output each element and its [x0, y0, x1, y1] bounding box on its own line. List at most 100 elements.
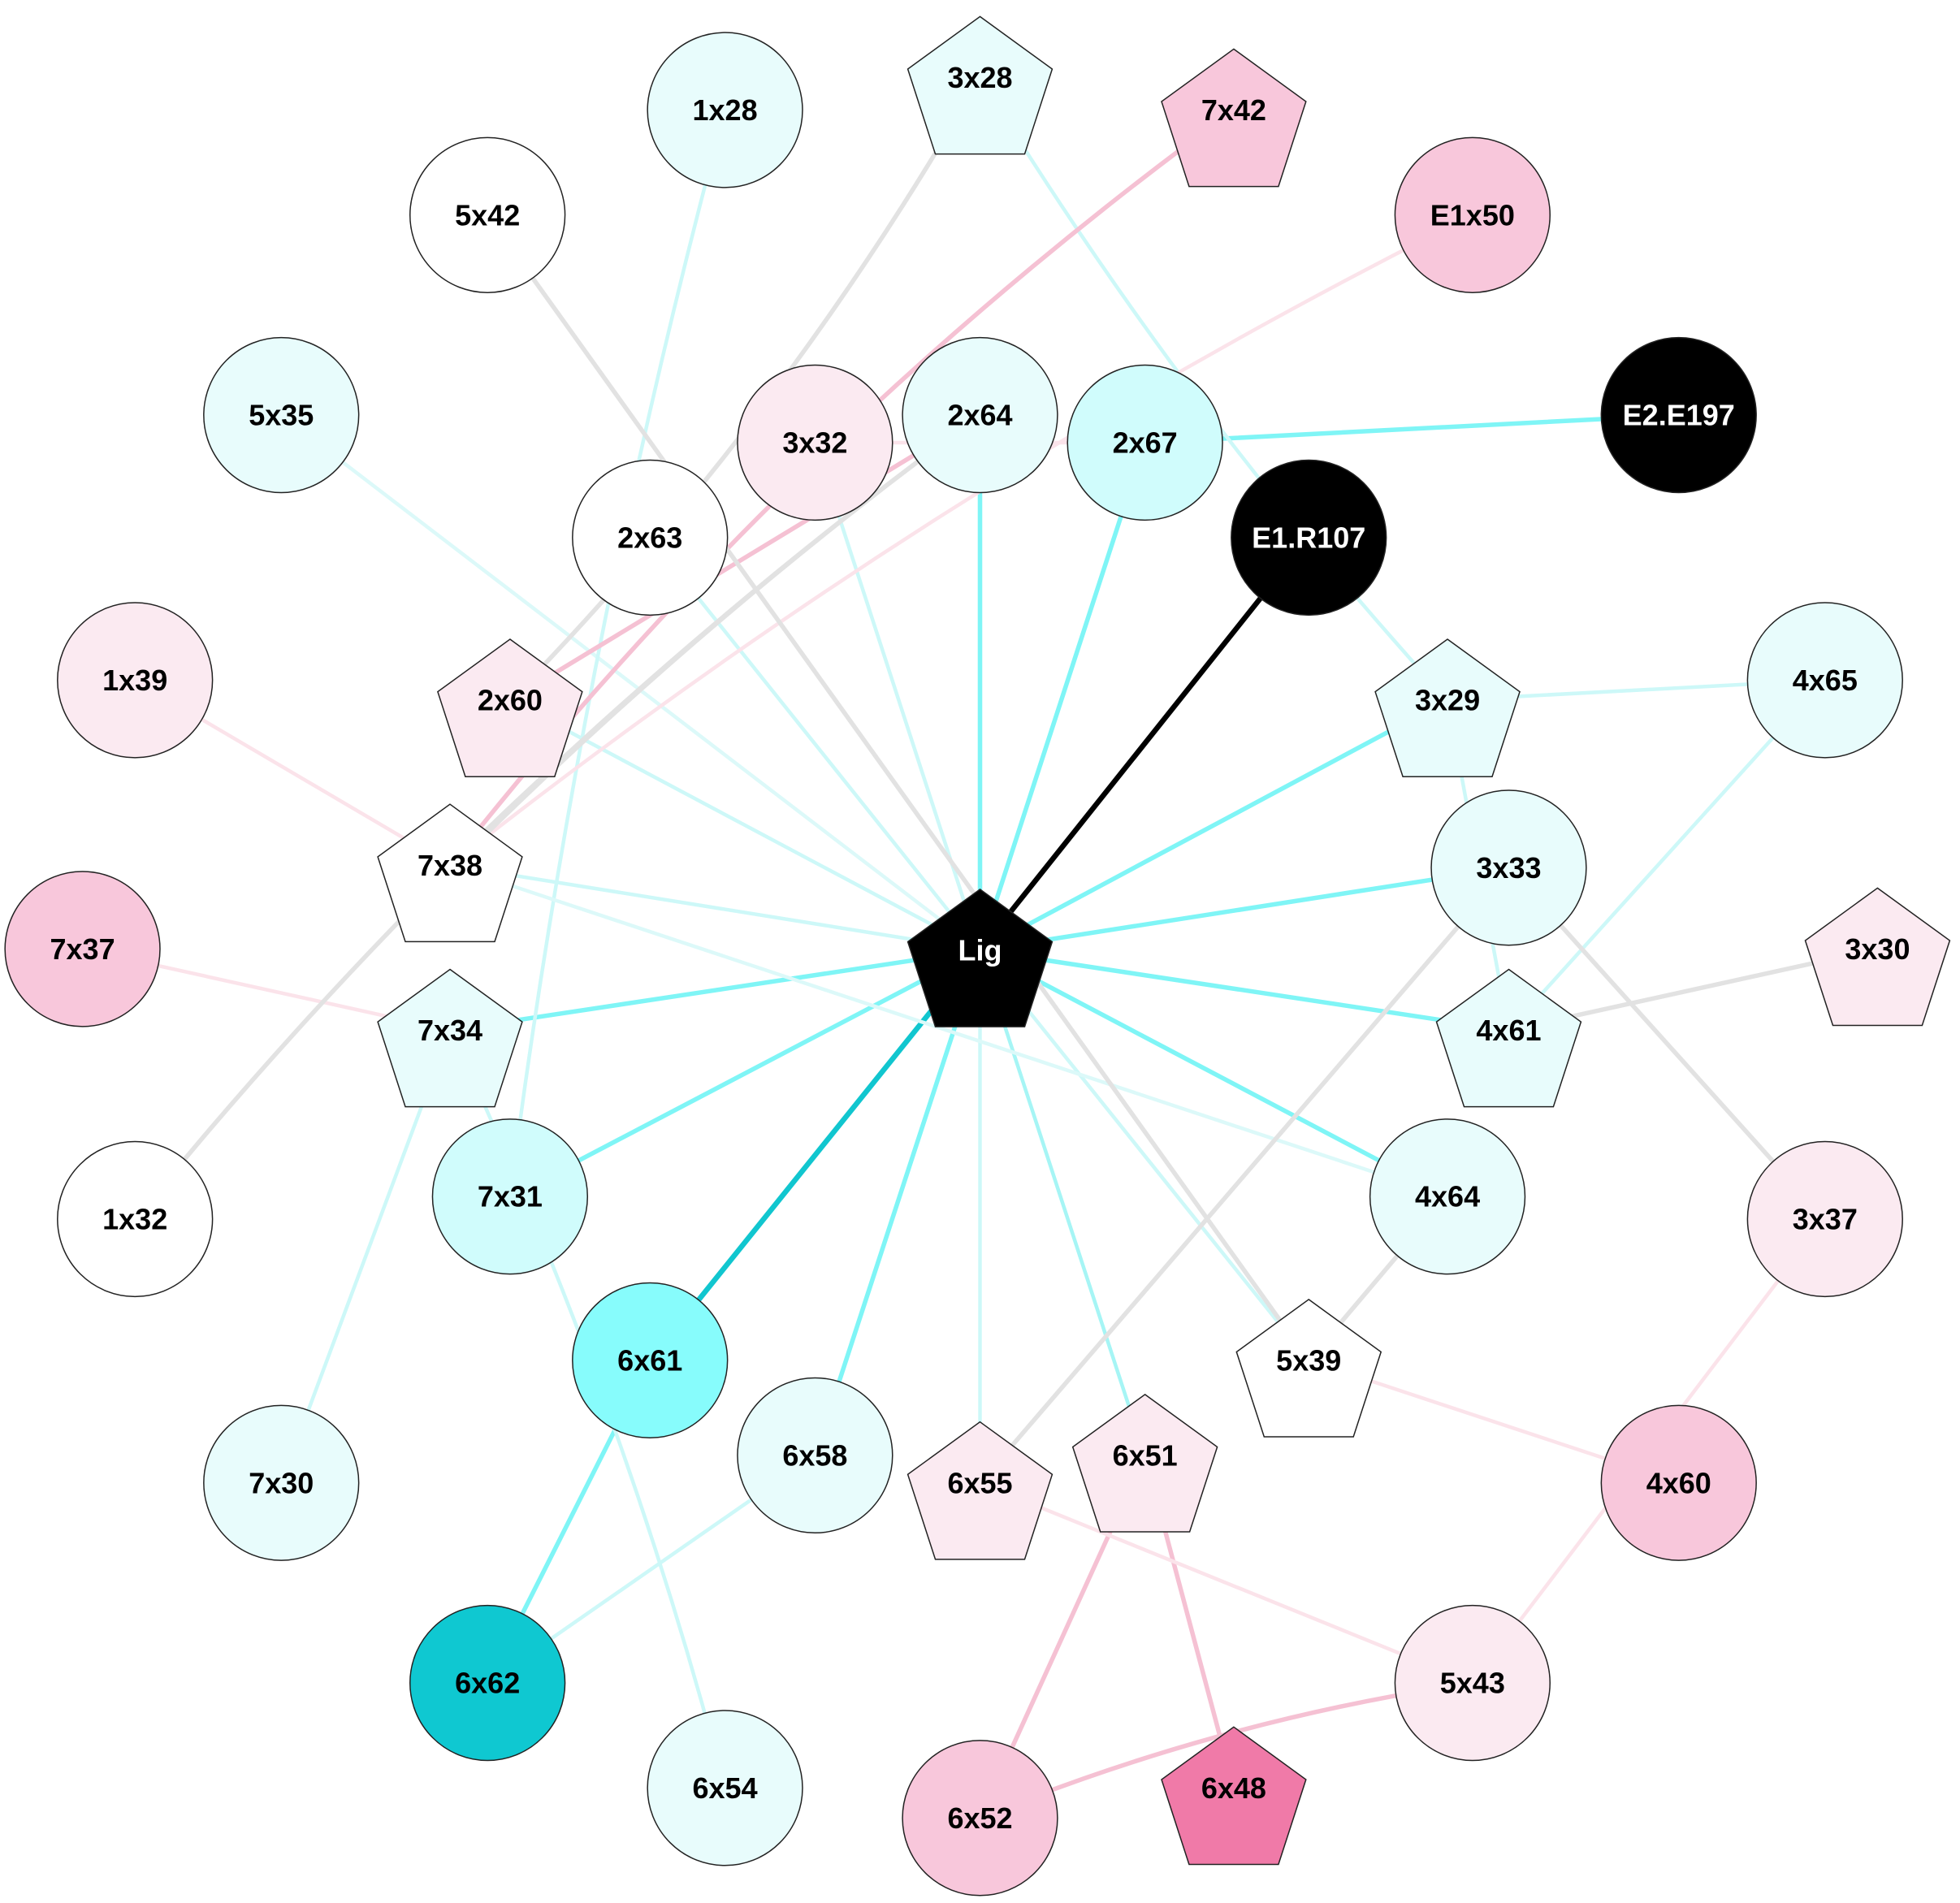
node-label: 2x60: [478, 684, 543, 717]
pentagon-shape: [1804, 887, 1951, 1027]
node-label: 2x64: [947, 399, 1012, 432]
node-Lig[interactable]: Lig: [906, 888, 1054, 1027]
circle-shape: [1231, 459, 1387, 616]
node-6x61[interactable]: 6x61: [572, 1282, 729, 1439]
node-3x29[interactable]: 3x29: [1374, 638, 1521, 777]
circle-shape: [1746, 602, 1903, 759]
edge-E1x50-7x38: [448, 213, 1475, 867]
node-6x58[interactable]: 6x58: [737, 1377, 893, 1534]
circle-shape: [1369, 1118, 1526, 1275]
node-label: E1.R107: [1252, 521, 1365, 554]
node-7x34[interactable]: 7x34: [377, 968, 523, 1108]
node-5x39[interactable]: 5x39: [1235, 1298, 1382, 1438]
node-3x37[interactable]: 3x37: [1746, 1140, 1903, 1298]
node-label: 6x61: [617, 1343, 682, 1377]
node-label: 4x61: [1476, 1014, 1541, 1047]
circle-shape: [1430, 789, 1587, 946]
node-2x67[interactable]: 2x67: [1067, 364, 1223, 521]
node-label: 3x32: [782, 426, 847, 459]
edge-Lig-5x35: [279, 413, 982, 953]
node-4x65[interactable]: 4x65: [1746, 602, 1903, 759]
node-6x55[interactable]: 6x55: [906, 1421, 1054, 1560]
node-5x43[interactable]: 5x43: [1394, 1604, 1551, 1762]
node-6x48[interactable]: 6x48: [1161, 1726, 1307, 1866]
circle-shape: [57, 1140, 214, 1298]
node-label: 3x29: [1415, 684, 1480, 717]
node-label: 1x32: [102, 1202, 167, 1235]
edge-1x28-7x31: [508, 108, 727, 1199]
circle-shape: [431, 1118, 589, 1275]
node-7x37[interactable]: 7x37: [4, 871, 161, 1027]
node-5x42[interactable]: 5x42: [409, 136, 566, 293]
pentagon-shape: [1374, 638, 1521, 777]
node-2x63[interactable]: 2x63: [572, 459, 729, 616]
node-label: 7x38: [418, 849, 482, 882]
circle-shape: [4, 871, 161, 1027]
circle-shape: [572, 1282, 729, 1439]
node-label: 1x28: [693, 93, 758, 127]
node-1x39[interactable]: 1x39: [57, 602, 214, 759]
node-3x33[interactable]: 3x33: [1430, 789, 1587, 946]
node-7x30[interactable]: 7x30: [203, 1404, 360, 1561]
pentagon-shape: [1071, 1393, 1218, 1533]
node-6x62[interactable]: 6x62: [409, 1604, 566, 1762]
edge-Lig-2x60: [508, 698, 982, 953]
node-E1x50[interactable]: E1x50: [1394, 136, 1551, 293]
edge-3x33-6x55: [977, 865, 1512, 1486]
node-label: 7x31: [478, 1180, 543, 1213]
node-label: 3x28: [947, 61, 1012, 94]
node-3x32[interactable]: 3x32: [737, 364, 893, 521]
node-label: 4x64: [1415, 1180, 1480, 1213]
node-2x64[interactable]: 2x64: [902, 336, 1058, 494]
node-label: 3x30: [1845, 932, 1910, 966]
node-6x52[interactable]: 6x52: [902, 1740, 1058, 1897]
node-4x60[interactable]: 4x60: [1600, 1404, 1757, 1561]
node-label: 7x34: [418, 1014, 482, 1047]
node-label: 6x55: [947, 1466, 1012, 1499]
node-7x31[interactable]: 7x31: [431, 1118, 589, 1275]
node-7x42[interactable]: 7x42: [1161, 48, 1307, 188]
node-2x60[interactable]: 2x60: [437, 638, 583, 777]
node-5x35[interactable]: 5x35: [203, 336, 360, 494]
node-label: 6x51: [1113, 1438, 1178, 1472]
pentagon-shape: [1161, 48, 1307, 188]
node-7x38[interactable]: 7x38: [377, 803, 523, 943]
node-1x28[interactable]: 1x28: [647, 32, 803, 188]
node-label: 6x62: [455, 1667, 520, 1700]
circle-shape: [902, 336, 1058, 494]
node-label: 6x58: [782, 1438, 847, 1472]
node-label: 5x42: [455, 198, 520, 231]
circle-shape: [57, 602, 214, 759]
circle-shape: [1600, 336, 1757, 494]
node-4x61[interactable]: 4x61: [1435, 968, 1582, 1108]
node-6x51[interactable]: 6x51: [1071, 1393, 1218, 1533]
node-label: 3x37: [1793, 1202, 1858, 1235]
edge-Lig-3x29: [977, 698, 1450, 953]
node-label: E1x50: [1430, 198, 1515, 231]
node-3x28[interactable]: 3x28: [906, 15, 1054, 155]
edge-2x67-E2.E197: [1142, 413, 1681, 445]
node-3x30[interactable]: 3x30: [1804, 887, 1951, 1027]
circle-shape: [647, 32, 803, 188]
circle-shape: [572, 459, 729, 616]
edge-4x64-7x38: [448, 863, 1450, 1199]
pentagon-shape: [906, 1421, 1054, 1560]
node-label: 4x65: [1793, 664, 1858, 697]
node-6x54[interactable]: 6x54: [647, 1710, 803, 1866]
pentagon-shape: [1235, 1298, 1382, 1438]
node-1x32[interactable]: 1x32: [57, 1140, 214, 1298]
node-label: 6x52: [947, 1801, 1012, 1835]
node-4x64[interactable]: 4x64: [1369, 1118, 1526, 1275]
edge-Lig-7x34: [448, 948, 983, 1033]
node-label: 5x39: [1276, 1343, 1341, 1377]
circle-shape: [203, 336, 360, 494]
circle-shape: [647, 1710, 803, 1866]
node-E1.R107[interactable]: E1.R107: [1231, 459, 1387, 616]
edge-Lig-7x38: [448, 863, 982, 953]
node-E2.E197[interactable]: E2.E197: [1600, 336, 1757, 494]
circle-shape: [1394, 1604, 1551, 1762]
circle-shape: [1600, 1404, 1757, 1561]
node-label: Lig: [958, 933, 1002, 967]
